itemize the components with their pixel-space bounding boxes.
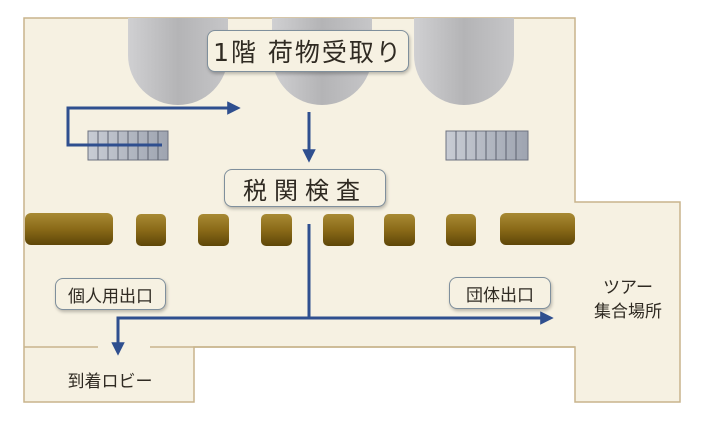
individual-exit-label: 個人用出口 <box>55 278 166 310</box>
barrier-post <box>198 214 229 246</box>
tour-meeting-line-1: ツアー <box>603 278 653 298</box>
arrival-lobby-label: 到着ロビー <box>67 371 153 392</box>
barrier-post <box>323 214 354 246</box>
barrier-post <box>384 214 415 246</box>
to-arrival-lobby-arrow <box>111 316 309 356</box>
tour-meeting-point-label: ツアー 集合場所 <box>583 273 673 327</box>
barrier-post <box>261 214 292 246</box>
escalator-to-hall-arrow <box>66 101 241 147</box>
customs-inspection-label: 税関検査 <box>224 169 386 207</box>
escalator-right <box>445 130 529 161</box>
barrier-long-right <box>500 213 575 245</box>
tour-meeting-line-2: 集合場所 <box>594 302 662 322</box>
barrier-long-left <box>25 213 113 245</box>
baggage-carousel-1 <box>128 18 228 105</box>
baggage-carousel-3 <box>414 18 514 105</box>
flow-arrows <box>66 101 554 356</box>
barrier-post <box>446 214 476 246</box>
group-exit-label: 団体出口 <box>449 277 551 309</box>
barrier-post <box>136 214 166 246</box>
floor-title: 1階 荷物受取り <box>207 30 409 72</box>
